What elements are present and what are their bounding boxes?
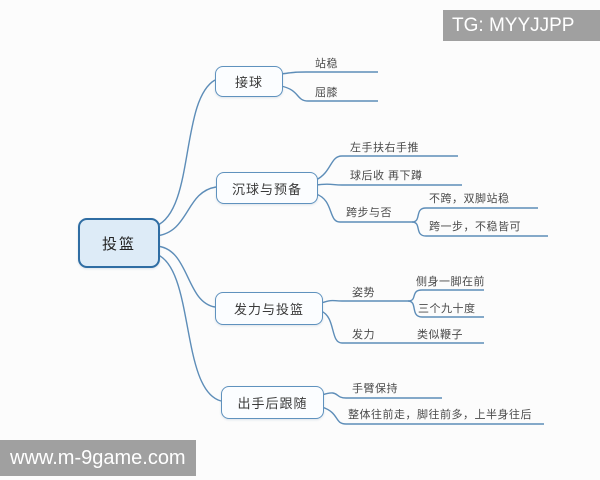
connector-prepare-squat bbox=[315, 183, 462, 186]
connector-posture-sideways bbox=[407, 289, 484, 302]
connector-catch-bendknees bbox=[280, 85, 378, 102]
connector-step-onestep bbox=[411, 221, 548, 237]
connector-prepare-step bbox=[315, 193, 412, 223]
leaf-one-step-unstable-ok[interactable]: 跨一步，不稳皆可 bbox=[429, 221, 521, 233]
leaf-left-hand-support-right-hand-push[interactable]: 左手扶右手推 bbox=[350, 142, 419, 154]
leaf-force[interactable]: 发力 bbox=[352, 329, 375, 341]
root-node-shooting[interactable]: 投篮 bbox=[78, 218, 160, 268]
connector-power-force bbox=[320, 310, 386, 344]
connector-step-nostep bbox=[411, 207, 538, 223]
leaf-step-or-not[interactable]: 跨步与否 bbox=[346, 207, 392, 219]
leaf-keep-arm[interactable]: 手臂保持 bbox=[352, 383, 398, 395]
leaf-stand-firm[interactable]: 站稳 bbox=[315, 58, 338, 70]
watermark-website: www.m-9game.com bbox=[0, 440, 196, 476]
branch-node-power-and-shoot[interactable]: 发力与投篮 bbox=[215, 292, 323, 325]
branch-node-sink-and-prepare[interactable]: 沉球与预备 bbox=[216, 172, 318, 204]
watermark-telegram: TG: MYYJJPP bbox=[443, 10, 600, 41]
connector-root-prepare bbox=[155, 186, 217, 237]
connector-prepare-hands bbox=[315, 155, 458, 181]
leaf-no-step-both-feet-firm[interactable]: 不跨，双脚站稳 bbox=[429, 193, 510, 205]
connector-root-power bbox=[155, 245, 216, 308]
leaf-like-a-whip[interactable]: 类似鞭子 bbox=[417, 329, 463, 341]
connector-follow-body bbox=[321, 406, 544, 425]
connector-catch-standfirm bbox=[280, 71, 378, 75]
branch-node-catch-ball[interactable]: 接球 bbox=[215, 66, 283, 97]
connector-root-catch bbox=[155, 79, 216, 227]
connector-root-follow bbox=[155, 253, 222, 402]
connector-posture-ninety bbox=[407, 300, 484, 318]
leaf-bend-knees[interactable]: 屈膝 bbox=[315, 87, 338, 99]
connector-power-posture bbox=[320, 299, 408, 304]
leaf-sideways-one-foot-front[interactable]: 侧身一脚在前 bbox=[416, 276, 485, 288]
leaf-posture[interactable]: 姿势 bbox=[352, 287, 375, 299]
leaf-body-forward-feet-forward[interactable]: 整体往前走，脚往前多，上半身往后 bbox=[348, 409, 532, 421]
leaf-ball-back-then-squat[interactable]: 球后收 再下蹲 bbox=[350, 170, 423, 182]
connector-follow-arm bbox=[321, 392, 442, 399]
leaf-three-ninety-degrees[interactable]: 三个九十度 bbox=[418, 303, 476, 315]
branch-node-follow-through[interactable]: 出手后跟随 bbox=[221, 386, 324, 419]
